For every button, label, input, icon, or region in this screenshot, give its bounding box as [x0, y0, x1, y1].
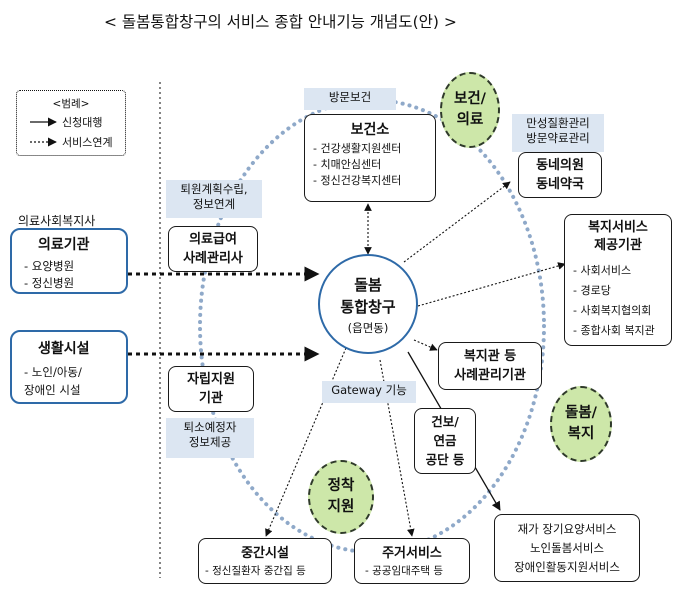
tag-leave-notice: 퇴소예정자 정보제공: [166, 418, 254, 458]
health-center-item-1: - 건강생활지원센터: [313, 142, 402, 155]
tag-discharge-planning: 퇴원계획수립, 정보연계: [166, 180, 262, 218]
welfare-providers-item-1: - 사회서비스: [573, 264, 632, 277]
halfway-facility-title: 중간시설: [241, 546, 289, 561]
home-services-line2: 노인돌봄서비스: [529, 541, 605, 555]
legend-box: [16, 90, 126, 156]
living-facility-title: 생활시설: [38, 341, 90, 357]
tag-leave-line2: 정보제공: [188, 435, 232, 449]
arrow-center-welfare-providers: [417, 262, 566, 307]
health-center-box: 보건소 - 건강생활지원센터 - 치매안심센터 - 정신건강복지센터: [304, 114, 436, 202]
halfway-facility-box: 중간시설 - 정신질환자 중간집 등: [198, 538, 332, 584]
page-title: < 돌봄통합창구의 서비스 종합 안내기능 개념도(안) >: [104, 13, 457, 31]
home-services-line3: 장애인활동지원서비스: [514, 560, 620, 574]
home-services-box: 재가 장기요양서비스 노인돌봄서비스 장애인활동지원서비스: [494, 514, 640, 582]
legend-dotted-label: 서비스연계: [62, 136, 113, 149]
living-item-1: - 노인/아동/: [24, 365, 82, 379]
medical-item-nursing-hospital: - 요양병원: [24, 259, 75, 273]
medical-case-manager-box: 의료급여 사례관리사: [168, 226, 258, 272]
health-center-title: 보건소: [350, 122, 390, 138]
medical-institution-box: 의료기관 - 요양병원 - 정신병원: [10, 228, 128, 294]
home-services-line1: 재가 장기요양서비스: [517, 522, 617, 536]
sector-care-line1: 돌봄/: [565, 405, 597, 421]
center-line2: 통합창구: [340, 298, 396, 316]
nhis-line1: 건보/: [431, 414, 459, 429]
sector-health-line2: 의료: [456, 112, 484, 128]
sector-care-welfare: 돌봄/ 복지: [550, 386, 612, 462]
local-clinic-line1: 동네의원: [536, 158, 584, 173]
self-support-box: 자립지원 기관: [168, 366, 254, 412]
health-center-item-3: - 정신건강복지센터: [313, 174, 402, 187]
self-support-line2: 기관: [199, 391, 223, 406]
nhis-line2: 연금: [433, 433, 457, 448]
welfare-providers-item-2: - 경로당: [573, 284, 611, 297]
legend-heading: <범례>: [52, 98, 90, 110]
housing-service-item: - 공공임대주택 등: [365, 565, 444, 577]
medical-social-worker-label: 의료사회복지사: [18, 214, 96, 228]
tag-leave-line1: 퇴소예정자: [183, 420, 237, 434]
housing-service-box: 주거서비스 - 공공임대주택 등: [354, 538, 470, 584]
tag-visit-health: 방문보건: [304, 88, 396, 110]
medical-case-manager-line2: 사례관리사: [183, 251, 243, 266]
tag-chronic-line2: 방문약료관리: [526, 131, 590, 145]
tag-discharge-line2: 정보연계: [192, 197, 236, 211]
health-center-item-2: - 치매안심센터: [313, 158, 382, 171]
nhis-line3: 공단 등: [425, 452, 465, 467]
halfway-facility-item: - 정신질환자 중간집 등: [205, 565, 306, 577]
sector-care-line2: 복지: [567, 426, 595, 442]
housing-service-title: 주거서비스: [382, 546, 442, 561]
sector-settle-line1: 정착: [327, 478, 355, 494]
welfare-providers-title1: 복지서비스: [588, 220, 648, 235]
living-item-2: 장애인 시설: [24, 383, 81, 397]
local-clinic-box: 동네의원 동네약국: [518, 152, 602, 198]
medical-case-manager-line1: 의료급여: [189, 232, 237, 247]
tag-discharge-line1: 퇴원계획수립,: [180, 182, 248, 196]
tag-chronic-care: 만성질환관리 방문약료관리: [512, 114, 604, 152]
living-facility-box: 생활시설 - 노인/아동/ 장애인 시설: [10, 330, 128, 404]
welfare-providers-title2: 제공기관: [594, 238, 642, 253]
welfare-providers-item-4: - 종합사회 복지관: [573, 324, 655, 337]
welfare-center-line2: 사례관리기관: [454, 368, 526, 383]
tag-chronic-line1: 만성질환관리: [526, 116, 590, 130]
sector-settlement-support: 정착 지원: [308, 460, 374, 534]
self-support-line1: 자립지원: [187, 372, 235, 387]
sector-health-medical: 보건/ 의료: [440, 72, 500, 148]
nhis-pension-box: 건보/ 연금 공단 등: [414, 408, 476, 474]
center-line1: 돌봄: [354, 276, 382, 294]
sector-health-line1: 보건/: [454, 91, 486, 107]
legend-solid-label: 신청대행: [62, 116, 103, 129]
center-integrated-window: 돌봄 통합창구 (읍면동): [318, 254, 418, 354]
gateway-label: Gateway 기능: [322, 381, 416, 403]
arrow-center-welfare-center: [413, 339, 438, 351]
medical-institution-title: 의료기관: [38, 237, 90, 253]
welfare-center-box: 복지관 등 사례관리기관: [438, 342, 542, 390]
sector-settle-line2: 지원: [327, 499, 355, 515]
welfare-providers-item-3: - 사회복지협의회: [573, 304, 652, 317]
welfare-providers-box: 복지서비스 제공기관 - 사회서비스 - 경로당 - 사회복지협의회 - 종합사…: [564, 214, 672, 346]
medical-item-psychiatric-hospital: - 정신병원: [24, 276, 75, 290]
center-line3: (읍면동): [347, 321, 389, 335]
welfare-center-line1: 복지관 등: [463, 349, 517, 364]
local-clinic-line2: 동네약국: [536, 177, 584, 192]
